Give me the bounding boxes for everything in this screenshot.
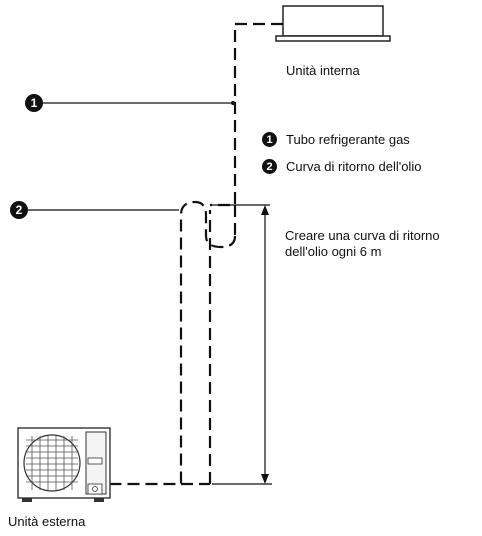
oil-return-note-line-2: dell'olio ogni 6 m <box>285 244 382 259</box>
indoor-unit-label: Unità interna <box>286 63 360 78</box>
outdoor-unit-label: Unità esterna <box>8 514 86 529</box>
refrigerant-pipe <box>104 22 283 486</box>
oil-return-note-line-1: Creare una curva di ritorno <box>285 228 440 243</box>
legend-badge-1: 1 <box>262 132 277 147</box>
legend-badge-2: 2 <box>262 159 277 174</box>
legend-text-1: Tubo refrigerante gas <box>286 132 410 147</box>
legend-item-1: 1 Tubo refrigerante gas <box>262 132 410 147</box>
outdoor-unit-icon <box>17 427 111 502</box>
legend-text-2: Curva di ritorno dell'olio <box>286 159 422 174</box>
marker-1-leader: 1 <box>25 94 235 112</box>
marker-2-leader: 2 <box>10 201 179 219</box>
dimension-arrow <box>261 205 269 484</box>
indoor-unit-icon <box>275 5 391 42</box>
marker-2-number: 2 <box>16 203 23 217</box>
marker-1-number: 1 <box>31 96 38 110</box>
legend-item-2: 2 Curva di ritorno dell'olio <box>262 159 421 174</box>
